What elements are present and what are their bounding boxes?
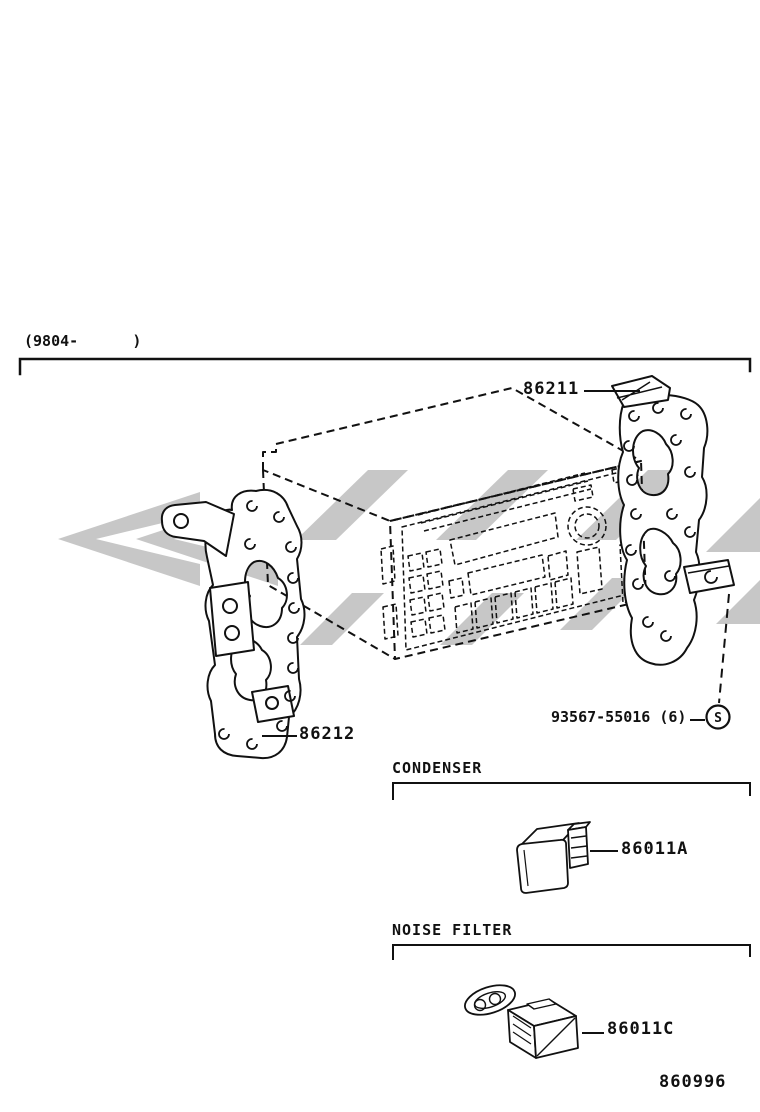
header-model-code: (9804- ) — [24, 332, 142, 350]
top-frame-rule — [18, 357, 752, 376]
section-title-noise-filter: NOISE FILTER — [392, 921, 513, 939]
section-rules — [392, 782, 751, 960]
part-label-condenser: 86011A — [621, 839, 689, 859]
right-bracket-drawing — [611, 375, 735, 666]
part-label-bracket-left: 86212 — [299, 724, 356, 744]
section-title-condenser: CONDENSER — [392, 759, 483, 777]
screw-drawing: S — [705, 593, 731, 730]
part-label-screw: 93567-55016 (6) — [551, 708, 687, 726]
screw-symbol: S — [714, 711, 722, 726]
left-bracket-drawing — [160, 489, 306, 760]
leader-lines — [262, 390, 705, 1034]
part-label-noise-filter: 86011C — [607, 1019, 675, 1039]
figure-number: 860996 — [659, 1072, 727, 1092]
condenser-drawing — [516, 821, 591, 894]
noise-filter-drawing — [464, 984, 579, 1059]
part-label-bracket-right: 86211 — [523, 379, 580, 399]
radio-unit-drawing — [262, 387, 647, 660]
